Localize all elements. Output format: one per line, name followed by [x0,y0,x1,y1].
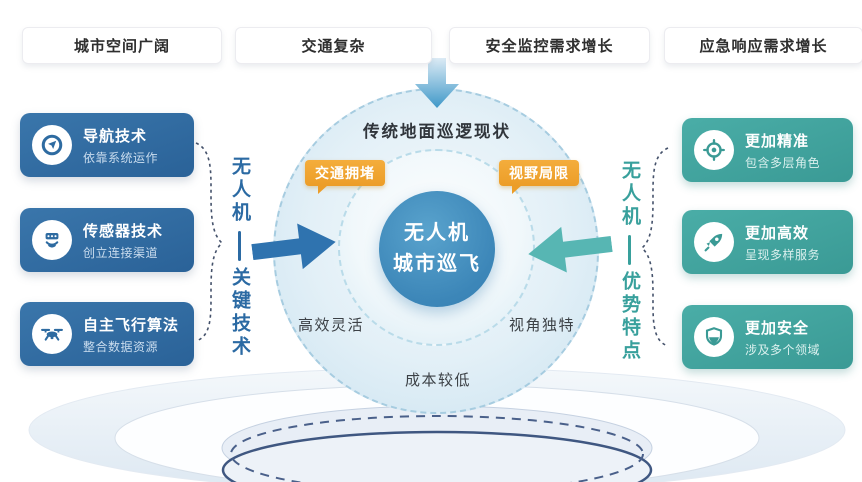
factor-label: 城市空间广阔 [73,38,170,55]
axis-top-text: 无人机 [619,160,640,229]
tech-box-autonomy: 自主飞行算法 整合数据资源 [20,302,194,366]
factor-box-security: 安全监控需求增长 [449,27,650,64]
advantage-subtitle: 包含多层角色 [745,155,821,170]
tech-box-navigation: 导航技术 依靠系统运作 [20,113,194,177]
ring-label-low-cost: 成本较低 [404,372,471,389]
platform-graphic [28,367,846,482]
axis-top-text: 无人机 [229,156,250,225]
advantage-title: 更加精准 [745,132,810,150]
ring-label-unique-view: 视角独特 [508,317,575,334]
axis-key-technology: 无人机 关键技术 [226,156,253,359]
factor-label: 安全监控需求增长 [485,38,614,55]
navigation-icon [32,125,72,165]
core-title-line1: 无人机 [404,222,470,244]
target-icon [694,130,734,170]
right-arrow-icon [251,223,336,270]
core-topic-circle: 无人机 城市巡飞 [379,191,495,307]
tech-title: 导航技术 [83,127,148,145]
right-brace-connector [640,147,669,347]
tech-title: 传感器技术 [83,222,164,240]
tag-traffic-jam: 交通拥堵 [305,160,385,194]
left-brace-connector [195,142,224,342]
factor-box-urban-space: 城市空间广阔 [22,27,222,64]
down-arrow-icon [415,58,459,108]
factor-label: 交通复杂 [301,38,366,55]
core-title-line2: 城市巡飞 [393,253,481,275]
tech-subtitle: 整合数据资源 [83,339,159,354]
advantage-subtitle: 涉及多个领域 [745,342,821,357]
advantage-box-precise: 更加精准 包含多层角色 [682,118,853,182]
outer-circle-title: 传统地面巡逻现状 [363,123,511,141]
tech-title: 自主飞行算法 [83,316,180,334]
tech-box-sensor: 传感器技术 创立连接渠道 [20,208,194,272]
ring-label-flexible: 高效灵活 [297,317,364,334]
tech-subtitle: 依靠系统运作 [83,150,159,165]
factor-box-traffic: 交通复杂 [235,27,432,64]
advantage-box-efficient: 更加高效 呈现多样服务 [682,210,853,274]
rocket-icon [694,222,734,262]
axis-divider-line [238,231,241,261]
axis-bottom-text: 关键技术 [229,267,250,359]
shield-icon [694,317,734,357]
factor-box-emergency: 应急响应需求增长 [664,27,862,64]
drone-icon [32,314,72,354]
tech-subtitle: 创立连接渠道 [83,245,159,260]
advantage-title: 更加高效 [745,224,810,242]
left-arrow-icon [528,226,613,273]
advantage-title: 更加安全 [745,319,810,337]
tag-limited-view: 视野局限 [499,160,579,194]
advantage-box-safe: 更加安全 涉及多个领域 [682,305,853,369]
advantage-subtitle: 呈现多样服务 [745,247,821,262]
factor-label: 应急响应需求增长 [699,38,828,55]
axis-divider-line [628,235,631,265]
axis-bottom-text: 优势特点 [619,271,640,363]
sensor-icon [32,220,72,260]
axis-advantages: 无人机 优势特点 [616,160,643,363]
